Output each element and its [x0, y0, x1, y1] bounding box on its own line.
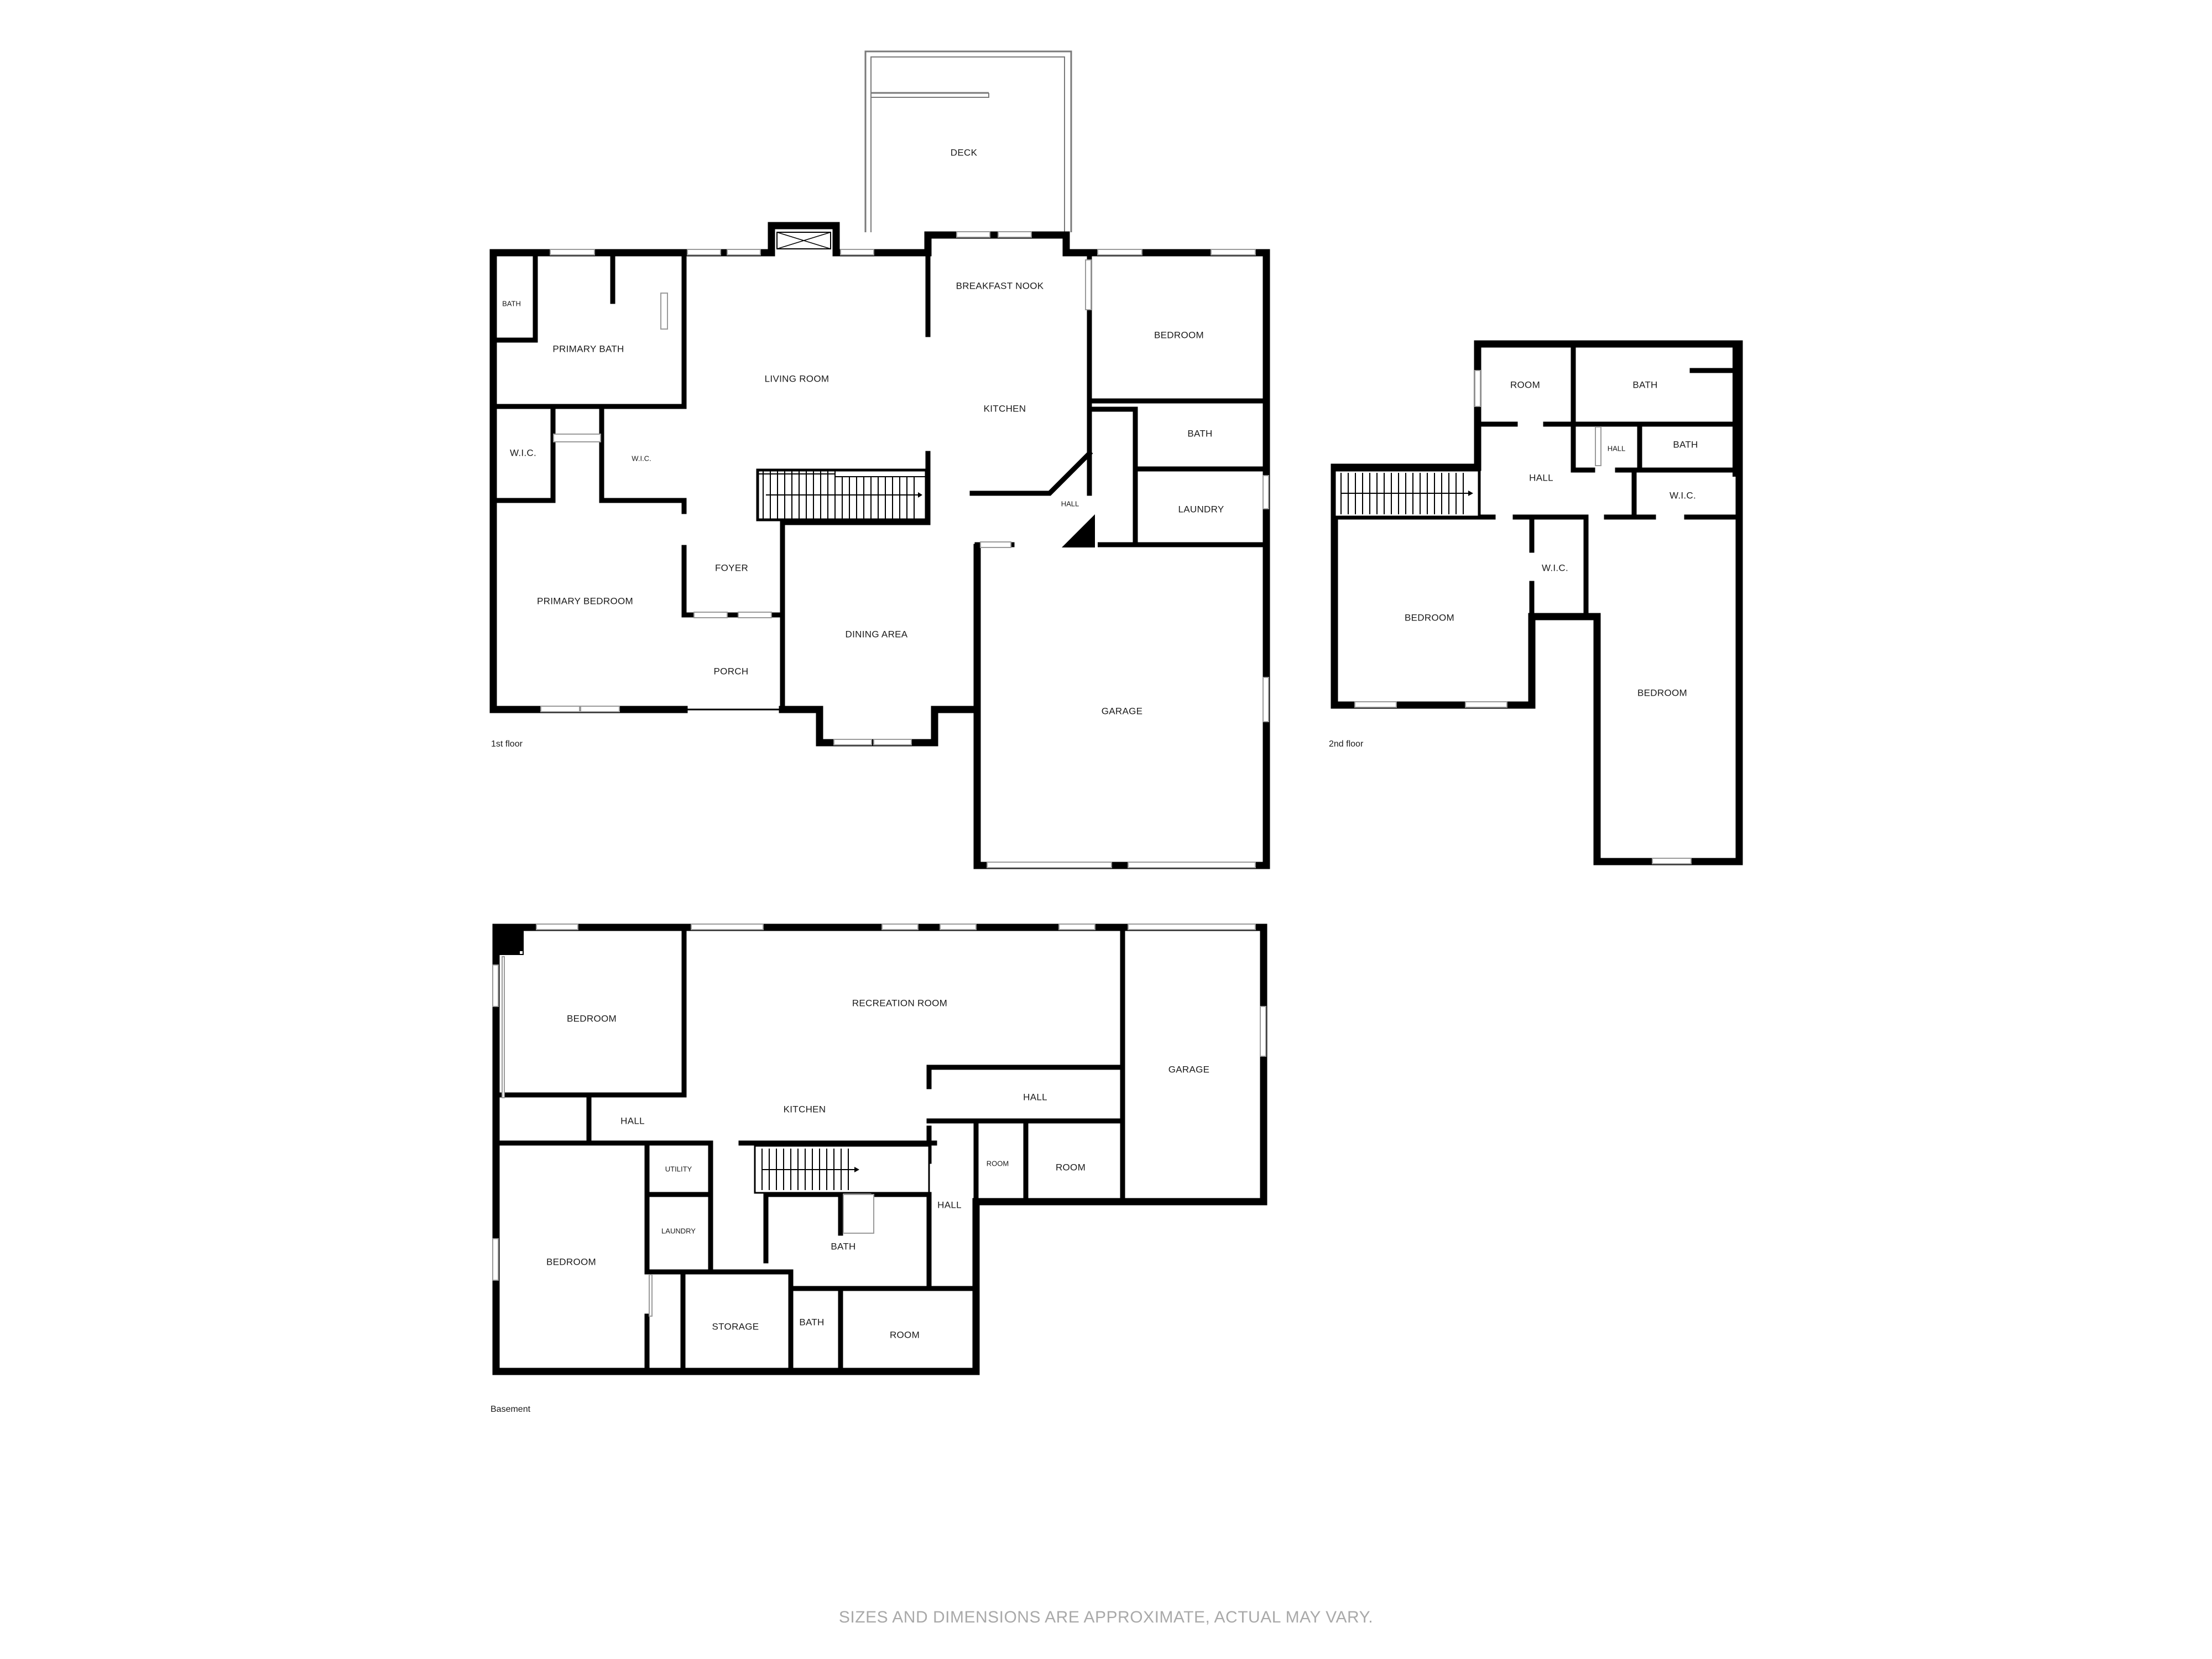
second-floor-interior-walls — [1332, 341, 1742, 619]
room-label-bedroom-top-b: BEDROOM — [567, 1013, 617, 1024]
room-label-porch: PORCH — [714, 666, 749, 676]
room-label-bath-2f: BATH — [1632, 379, 1657, 390]
second-floor-room-labels: ROOM BATH HALL BATH HALL W.I.C. W.I.C. B… — [1405, 379, 1698, 698]
room-label-laundry: LAUNDRY — [1178, 504, 1224, 514]
room-label-bath-2-2f: BATH — [1673, 439, 1698, 450]
second-floor-plan: ROOM BATH HALL BATH HALL W.I.C. W.I.C. B… — [1329, 340, 1743, 865]
room-label-breakfast-nook: BREAKFAST NOOK — [956, 280, 1044, 291]
room-label-bath-b: BATH — [831, 1241, 855, 1251]
room-label-wic-mid-2f: W.I.C. — [1542, 562, 1568, 573]
room-label-garage-b: GARAGE — [1168, 1064, 1210, 1074]
room-label-hall-vertical-b: HALL — [937, 1199, 962, 1210]
second-floor-windows — [1354, 370, 1692, 864]
room-label-bedroom: BEDROOM — [1154, 330, 1204, 340]
room-label-bath: BATH — [502, 299, 521, 307]
room-label-room-mid-b: ROOM — [1056, 1162, 1086, 1172]
first-floor-room-labels: DECK BATH PRIMARY BATH LIVING ROOM BREAK… — [502, 147, 1224, 716]
deck-outline — [864, 50, 1072, 232]
room-label-hall: HALL — [1061, 499, 1079, 508]
room-label-garage: GARAGE — [1102, 706, 1143, 716]
room-label-foyer: FOYER — [715, 562, 748, 573]
first-floor-stairs — [756, 468, 928, 521]
basement-windows — [492, 924, 1266, 1317]
room-label-room-2f: ROOM — [1510, 379, 1540, 390]
room-label-wic-2: W.I.C. — [632, 454, 651, 462]
room-label-hall-right-b: HALL — [1023, 1092, 1047, 1102]
room-label-laundry-b: LAUNDRY — [661, 1227, 696, 1235]
room-label-bath-2-b: BATH — [799, 1317, 824, 1327]
room-label-kitchen-b: KITCHEN — [784, 1104, 826, 1114]
room-label-primary-bath: PRIMARY BATH — [552, 343, 624, 354]
room-label-wic-1: W.I.C. — [510, 447, 536, 458]
room-label-room-small-b: ROOM — [987, 1159, 1009, 1167]
first-floor-windows — [540, 231, 1269, 868]
second-floor-exterior-walls — [1331, 340, 1743, 865]
room-label-hall-small-2f: HALL — [1608, 444, 1626, 452]
floor-title-basement: Basement — [491, 1405, 531, 1414]
room-label-bath-2: BATH — [1187, 428, 1212, 439]
basement-stairs — [754, 1145, 930, 1194]
fireplace — [768, 222, 840, 253]
room-label-hall-2f: HALL — [1529, 472, 1553, 483]
room-label-deck: DECK — [951, 147, 978, 158]
room-label-room-bottom-b: ROOM — [890, 1329, 920, 1340]
room-label-bedroom-bottom-b: BEDROOM — [546, 1256, 596, 1267]
first-floor-interior-walls — [491, 250, 1269, 712]
room-label-bedroom-left-2f: BEDROOM — [1405, 612, 1454, 623]
dimensions-disclaimer: SIZES AND DIMENSIONS ARE APPROXIMATE, AC… — [838, 1608, 1374, 1626]
floor-title-first: 1st floor — [491, 739, 523, 749]
room-label-bedroom-right-2f: BEDROOM — [1637, 687, 1687, 698]
room-label-living-room: LIVING ROOM — [765, 373, 830, 384]
room-label-utility-b: UTILITY — [665, 1165, 692, 1173]
floor-title-second: 2nd floor — [1329, 739, 1364, 749]
room-label-primary-bedroom: PRIMARY BEDROOM — [537, 596, 633, 606]
basement-room-labels: BEDROOM RECREATION ROOM GARAGE HALL KITC… — [546, 998, 1209, 1340]
first-floor-plan: DECK BATH PRIMARY BATH LIVING ROOM BREAK… — [489, 50, 1270, 869]
room-label-storage-b: STORAGE — [712, 1321, 759, 1332]
second-floor-stairs — [1333, 468, 1481, 519]
room-label-wic-right-2f: W.I.C. — [1670, 490, 1696, 500]
basement-interior-walls — [493, 925, 1125, 1374]
first-floor-exterior-walls — [489, 231, 1270, 869]
room-label-recreation-room-b: RECREATION ROOM — [852, 998, 947, 1008]
room-label-kitchen: KITCHEN — [984, 403, 1026, 414]
room-label-hall-left-b: HALL — [620, 1115, 645, 1126]
basement-plan: BEDROOM RECREATION ROOM GARAGE HALL KITC… — [491, 924, 1267, 1414]
room-label-dining-area: DINING AREA — [846, 629, 908, 639]
